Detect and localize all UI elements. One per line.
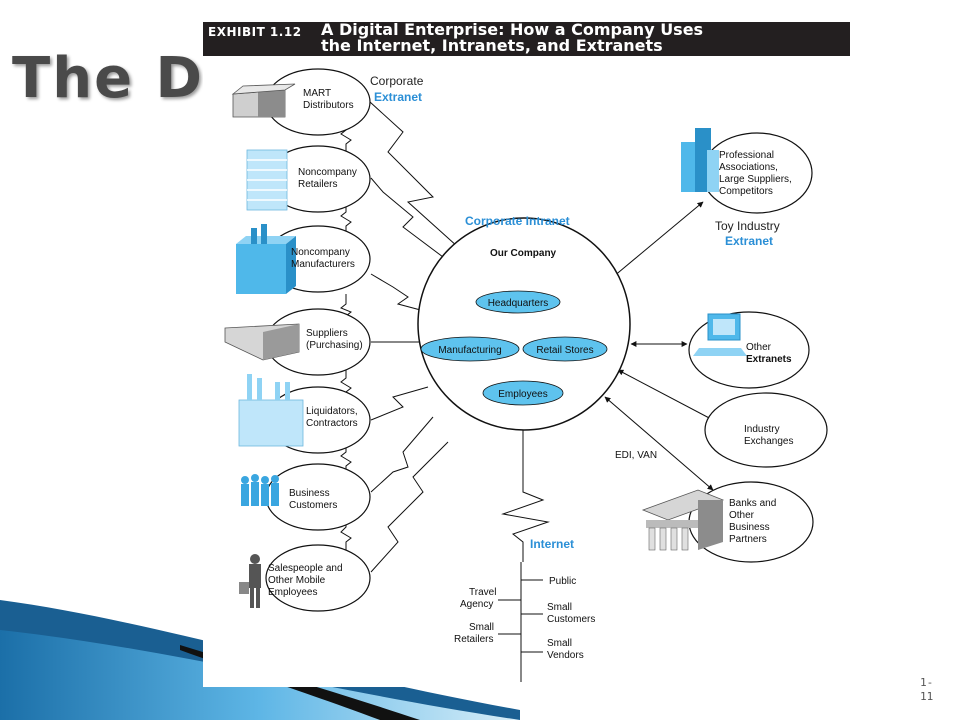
svg-text:Noncompany: Noncompany bbox=[291, 247, 350, 258]
svg-text:Distributors: Distributors bbox=[303, 100, 354, 111]
svg-text:Noncompany: Noncompany bbox=[298, 167, 357, 178]
node-noncompany-manufacturers: Noncompany Manufacturers bbox=[236, 224, 371, 294]
svg-text:Customers: Customers bbox=[547, 614, 595, 625]
svg-text:Travel: Travel bbox=[469, 587, 496, 598]
svg-text:Partners: Partners bbox=[729, 534, 767, 545]
node-noncompany-retailers: Noncompany Retailers bbox=[246, 145, 371, 213]
svg-text:Agency: Agency bbox=[460, 599, 493, 610]
corporate-intranet-label: Corporate Intranet bbox=[465, 214, 570, 228]
pill-employees: Employees bbox=[482, 380, 564, 406]
svg-text:Suppliers: Suppliers bbox=[306, 328, 348, 339]
internet-right-items: Public Small Customers Small Vendors bbox=[547, 576, 595, 661]
internet-label: Internet bbox=[530, 537, 574, 551]
svg-text:Public: Public bbox=[549, 576, 576, 587]
svg-text:Small: Small bbox=[547, 638, 572, 649]
people-icon bbox=[241, 474, 279, 506]
factory-icon bbox=[236, 224, 296, 294]
svg-text:Manufacturers: Manufacturers bbox=[291, 259, 355, 270]
node-banks: Banks and Other Business Partners bbox=[641, 481, 814, 563]
svg-text:Salespeople and: Salespeople and bbox=[268, 563, 343, 574]
edi-van-label: EDI, VAN bbox=[615, 450, 657, 461]
corporate-extranet-label-line1: Corporate bbox=[370, 74, 424, 88]
node-salespeople: Salespeople and Other Mobile Employees bbox=[239, 544, 371, 612]
pill-manufacturing: Manufacturing bbox=[420, 336, 520, 362]
computer-icon bbox=[693, 313, 747, 356]
network-diagram: Corporate Intranet Our Company Headquart… bbox=[224, 68, 828, 682]
svg-text:Employees: Employees bbox=[268, 587, 317, 598]
exhibit-figure: EXHIBIT 1.12 A Digital Enterprise: How a… bbox=[203, 22, 850, 687]
svg-text:Retailers: Retailers bbox=[454, 634, 493, 645]
svg-text:Business: Business bbox=[289, 488, 330, 499]
node-suppliers: Suppliers (Purchasing) bbox=[224, 308, 371, 376]
bank-icon bbox=[641, 489, 725, 551]
svg-text:Liquidators,: Liquidators, bbox=[306, 406, 358, 417]
toy-industry-label-line1: Toy Industry bbox=[715, 219, 780, 233]
svg-text:Other Mobile: Other Mobile bbox=[268, 575, 326, 586]
svg-text:MART: MART bbox=[303, 88, 331, 99]
svg-text:Employees: Employees bbox=[498, 389, 547, 400]
svg-text:Extranets: Extranets bbox=[746, 354, 792, 365]
svg-text:Industry: Industry bbox=[744, 424, 780, 435]
salesperson-icon bbox=[239, 554, 261, 608]
corporate-intranet: Corporate Intranet Our Company Headquart… bbox=[417, 214, 631, 431]
skyscraper-icon bbox=[681, 128, 719, 192]
node-mart-distributors: MART Distributors bbox=[231, 68, 371, 136]
extranet-links bbox=[340, 101, 550, 682]
toy-industry-label-line2: Extranet bbox=[725, 234, 773, 248]
node-professional-associations: Professional Associations, Large Supplie… bbox=[681, 128, 813, 214]
svg-text:Retail Stores: Retail Stores bbox=[536, 345, 593, 356]
svg-text:Professional: Professional bbox=[719, 150, 774, 161]
node-liquidators: Liquidators, Contractors bbox=[238, 374, 371, 454]
corporate-extranet-label-line2: Extranet bbox=[374, 90, 422, 104]
node-other-extranets: Other Extranets bbox=[688, 311, 810, 389]
svg-text:Other: Other bbox=[746, 342, 772, 353]
truck-icon bbox=[224, 323, 300, 361]
svg-text:Large Suppliers,: Large Suppliers, bbox=[719, 174, 792, 185]
svg-text:Manufacturing: Manufacturing bbox=[438, 345, 501, 356]
slide-number: 1- 11 bbox=[920, 676, 933, 704]
right-arrows bbox=[604, 201, 714, 491]
svg-text:Contractors: Contractors bbox=[306, 418, 358, 429]
office-building-icon bbox=[246, 149, 288, 211]
pill-headquarters: Headquarters bbox=[475, 290, 561, 314]
svg-text:Customers: Customers bbox=[289, 500, 337, 511]
pill-retail-stores: Retail Stores bbox=[522, 336, 608, 362]
warehouse-icon bbox=[231, 83, 296, 118]
svg-text:Banks and: Banks and bbox=[729, 498, 776, 509]
slide-number-line2: 11 bbox=[920, 690, 934, 703]
plant-icon bbox=[238, 374, 304, 447]
slide-number-line1: 1- bbox=[920, 676, 934, 689]
svg-text:Small: Small bbox=[547, 602, 572, 613]
svg-text:Vendors: Vendors bbox=[547, 650, 584, 661]
exhibit-number: EXHIBIT 1.12 bbox=[208, 25, 302, 39]
svg-text:Retailers: Retailers bbox=[298, 179, 337, 190]
svg-text:Competitors: Competitors bbox=[719, 186, 773, 197]
svg-text:Headquarters: Headquarters bbox=[488, 298, 549, 309]
svg-text:(Purchasing): (Purchasing) bbox=[306, 340, 363, 351]
svg-text:Other: Other bbox=[729, 510, 755, 521]
exhibit-title-line1: A Digital Enterprise: How a Company Uses bbox=[321, 20, 704, 39]
exhibit-title-line2: the Internet, Intranets, and Extranets bbox=[321, 36, 663, 55]
svg-text:Small: Small bbox=[469, 622, 494, 633]
our-company-label: Our Company bbox=[490, 248, 557, 259]
node-business-customers: Business Customers bbox=[241, 463, 371, 531]
svg-text:Exchanges: Exchanges bbox=[744, 436, 793, 447]
exhibit-header: EXHIBIT 1.12 A Digital Enterprise: How a… bbox=[203, 22, 850, 56]
node-industry-exchanges: Industry Exchanges bbox=[704, 392, 828, 468]
svg-text:Associations,: Associations, bbox=[719, 162, 778, 173]
exhibit-title: A Digital Enterprise: How a Company Uses… bbox=[321, 22, 841, 54]
svg-text:Business: Business bbox=[729, 522, 770, 533]
internet-left-items: Travel Agency Small Retailers bbox=[454, 587, 496, 645]
